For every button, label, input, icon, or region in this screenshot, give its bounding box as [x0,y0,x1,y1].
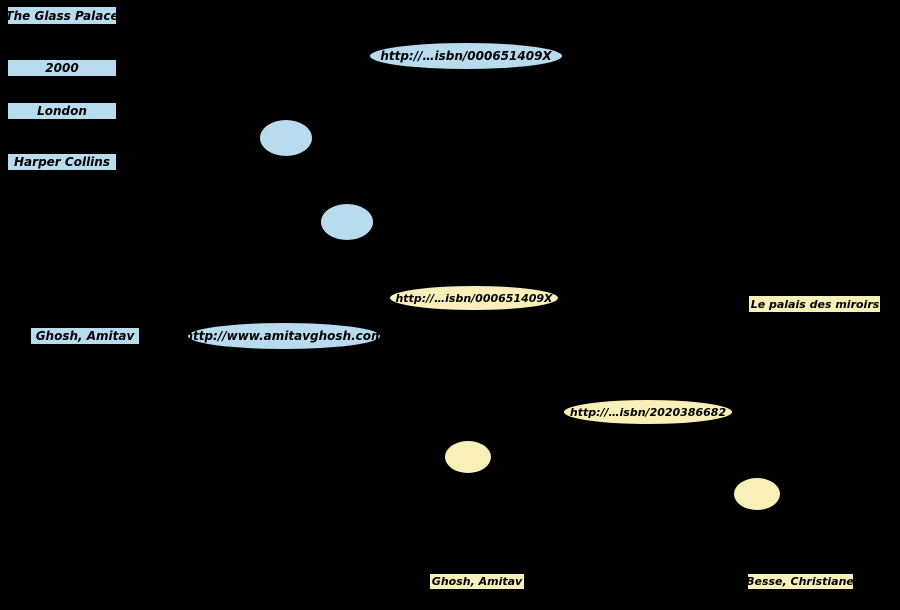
literal-author: Ghosh, Amitav [31,328,139,344]
uri-node-book-fr-text: http://…isbn/2020386682 [570,406,727,419]
uri-node-book-en-fr: http://…isbn/000651409X [390,286,558,310]
literal-year-text: 2000 [45,61,78,75]
blank-node-translator [734,478,780,510]
literal-publisher-text: Harper Collins [14,155,110,169]
literal-author-text: Ghosh, Amitav [36,329,136,343]
literal-city-text: London [37,104,87,118]
literal-translator: Besse, Christiane [746,574,854,589]
literal-title-text: The Glass Palace [5,9,118,23]
literal-fr-title: Le palais des miroirs [749,296,880,312]
literal-publisher: Harper Collins [8,154,116,170]
uri-node-book-en-text: http://…isbn/000651409X [380,49,552,63]
literal-fr-title-text: Le palais des miroirs [751,298,880,311]
literal-fr-author: Ghosh, Amitav [430,574,524,589]
uri-node-homepage-text: http://www.amitavghosh.com [184,329,383,343]
blank-node-author [321,204,373,240]
blank-node-publisher [260,120,312,156]
uri-node-book-en: http://…isbn/000651409X [370,43,562,69]
uri-node-homepage: http://www.amitavghosh.com [184,323,384,349]
literal-fr-author-text: Ghosh, Amitav [432,575,523,588]
uri-node-book-fr: http://…isbn/2020386682 [564,400,732,424]
blank-node-fr-author [445,441,491,473]
literal-city: London [8,103,116,119]
literal-translator-text: Besse, Christiane [746,575,854,588]
uri-node-book-en-fr-text: http://…isbn/000651409X [395,292,553,305]
literal-title: The Glass Palace [5,7,119,24]
literal-year: 2000 [8,60,116,76]
